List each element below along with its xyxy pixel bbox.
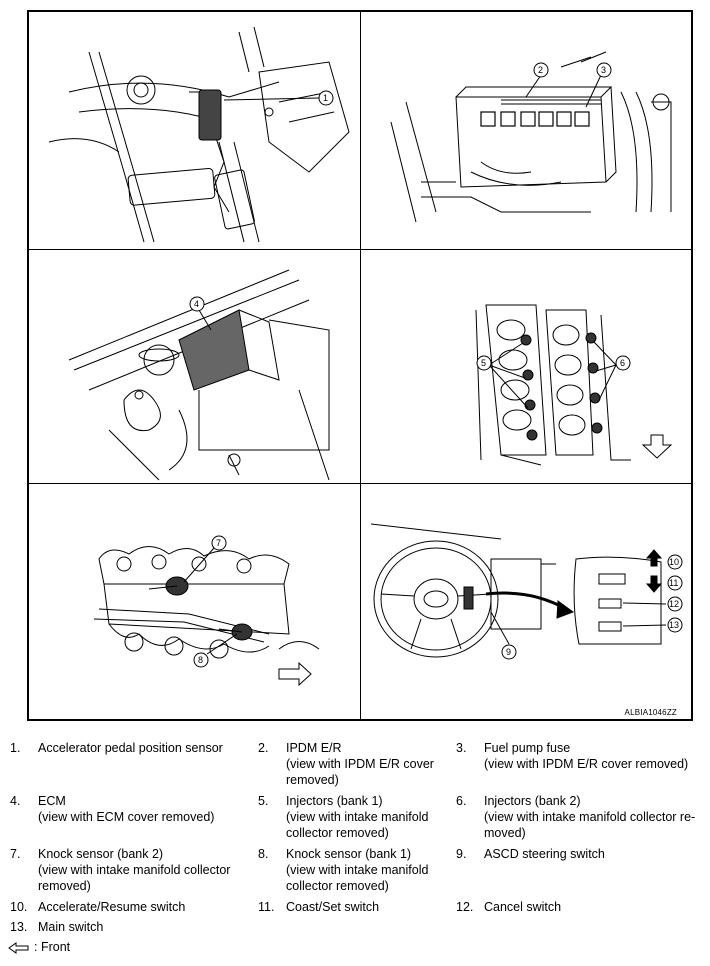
legend-num-4: 4.: [10, 794, 21, 808]
callout-7: 7: [216, 538, 221, 548]
legend-text-11: Coast/Set switch: [286, 900, 380, 914]
injectors-drawing: 5 6: [475, 304, 673, 466]
legend-text-5c: collector removed): [286, 826, 389, 840]
legend-text-8b: (view with intake manifold: [286, 863, 429, 877]
legend-text-7b: (view with intake manifold collector: [38, 863, 231, 877]
callout-12: 12: [669, 599, 679, 609]
legend-text-1: Accelerator pedal position sensor: [38, 741, 223, 755]
panel-injectors: 5 6: [361, 250, 691, 483]
panel-accelerator-pedal: 1: [29, 12, 360, 249]
legend-text-3a: Fuel pump fuse: [484, 741, 571, 755]
ecm-drawing: 4: [68, 269, 330, 481]
pedal-drawing: 1: [48, 26, 350, 243]
knock-sensor-drawing: 7 8: [93, 535, 320, 687]
callout-1: 1: [323, 93, 328, 103]
legend-num-6: 6.: [456, 794, 467, 808]
callout-8: 8: [198, 655, 203, 665]
legend-num-10: 10.: [10, 900, 28, 914]
legend-num-1: 1.: [10, 741, 21, 755]
callout-6: 6: [620, 358, 625, 368]
ipdm-drawing: 2 3: [390, 51, 672, 223]
callout-4: 4: [194, 299, 199, 309]
legend-text-6b: (view with intake manifold collector re-: [484, 810, 696, 824]
legend-text-2b: (view with IPDM E/R cover: [286, 757, 434, 771]
legend-num-13: 13.: [10, 920, 28, 934]
legend-text-4b: (view with ECM cover removed): [38, 810, 215, 824]
legend-text-8a: Knock sensor (bank 1): [286, 847, 412, 861]
legend-text-5a: Injectors (bank 1): [286, 794, 383, 808]
legend-text-6c: moved): [484, 826, 526, 840]
legend-text-8c: collector removed): [286, 879, 389, 893]
legend-text-7a: Knock sensor (bank 2): [38, 847, 164, 861]
grid-divider-vertical: [360, 12, 361, 719]
legend-text-9: ASCD steering switch: [484, 847, 605, 861]
legend-text-6a: Injectors (bank 2): [484, 794, 581, 808]
legend-num-11: 11.: [258, 900, 275, 914]
legend-text-2c: removed): [286, 773, 339, 787]
panel-ipdm: 2 3: [361, 12, 691, 249]
legend-text-4a: ECM: [38, 794, 66, 808]
callout-5: 5: [481, 358, 486, 368]
component-location-figure: 1: [27, 10, 693, 721]
front-arrow-icon: [8, 942, 30, 958]
callout-9: 9: [506, 647, 511, 657]
callout-3: 3: [601, 65, 606, 75]
panel-ascd-switch: 9 10 11 12 13: [361, 484, 691, 719]
legend-text-2a: IPDM E/R: [286, 741, 342, 755]
callout-10: 10: [669, 557, 679, 567]
legend-text-13: Main switch: [38, 920, 104, 934]
legend-num-5: 5.: [258, 794, 269, 808]
legend-num-12: 12.: [456, 900, 474, 914]
callout-13: 13: [669, 620, 679, 630]
callout-11: 11: [669, 578, 678, 588]
legend-text-3b: (view with IPDM E/R cover removed): [484, 757, 689, 771]
legend-num-3: 3.: [456, 741, 467, 755]
legend-num-9: 9.: [456, 847, 467, 861]
legend-num-7: 7.: [10, 847, 21, 861]
callout-2: 2: [538, 65, 543, 75]
legend-text-12: Cancel switch: [484, 900, 562, 914]
front-note: : Front: [34, 940, 71, 954]
figure-code: ALBIA1046ZZ: [624, 708, 677, 717]
steering-switch-drawing: 9 10 11 12 13: [370, 523, 683, 660]
legend-text-7c: removed): [38, 879, 91, 893]
legend-num-2: 2.: [258, 741, 269, 755]
legend-text-5b: (view with intake manifold: [286, 810, 429, 824]
legend-text-10: Accelerate/Resume switch: [38, 900, 186, 914]
panel-knock-sensors: 7 8: [29, 484, 360, 719]
legend-num-8: 8.: [258, 847, 269, 861]
panel-ecm: 4: [29, 250, 360, 483]
